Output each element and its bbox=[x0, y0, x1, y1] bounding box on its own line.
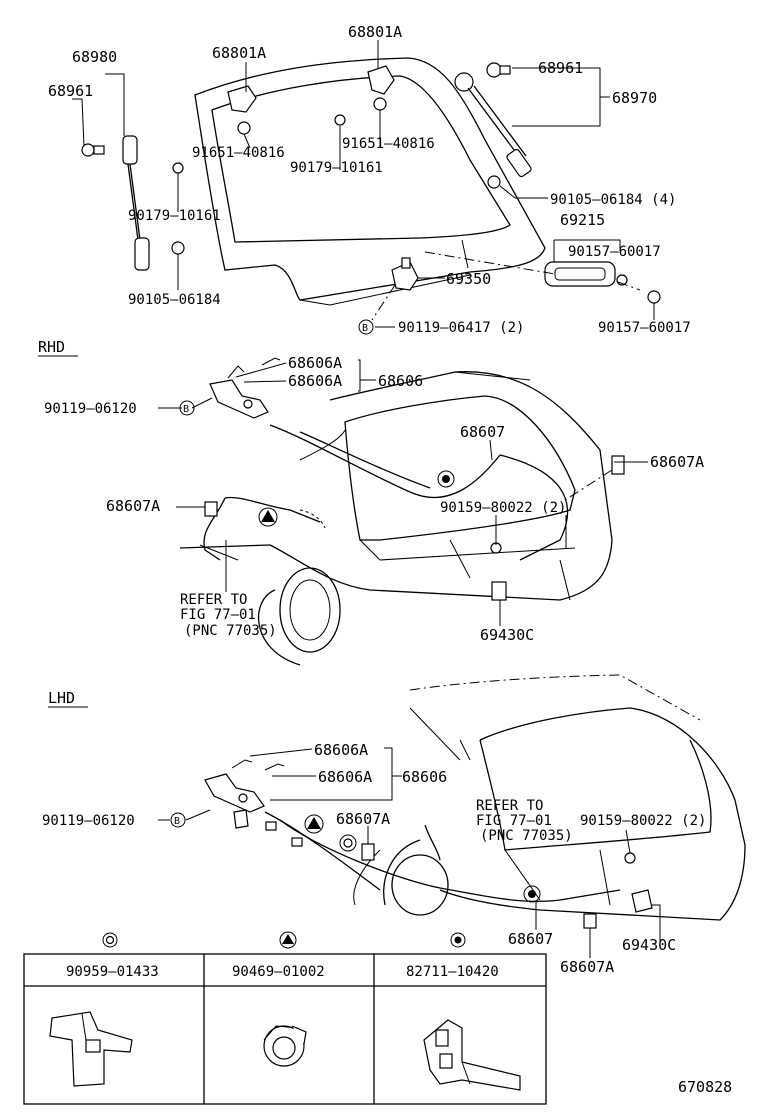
rhd-label-90119: 90119–06120 bbox=[44, 401, 137, 417]
lhd-leader-lines bbox=[158, 747, 661, 958]
label-90157-upper: 90157–60017 bbox=[568, 244, 661, 260]
label-91651-right: 91651–40816 bbox=[342, 136, 435, 152]
lhd-label-69430C: 69430C bbox=[622, 936, 676, 954]
rhd-label-68607A-left: 68607A bbox=[106, 497, 160, 515]
bolts-top bbox=[171, 175, 501, 255]
rhd-lock-control-lever bbox=[209, 357, 281, 419]
top-leader-lines bbox=[72, 40, 655, 328]
lhd-label-68606A-lower: 68606A bbox=[318, 768, 372, 786]
lhd-refer-line2: FIG 77–01 bbox=[476, 813, 552, 829]
lhd-title: LHD bbox=[48, 689, 75, 707]
legend-part-1: 90959–01433 bbox=[66, 964, 159, 980]
lhd-car-body-drawing bbox=[353, 674, 746, 921]
rhd-marker-b: B bbox=[179, 400, 195, 416]
left-back-door-stay bbox=[81, 135, 150, 271]
label-91651-left: 91651–40816 bbox=[192, 145, 285, 161]
label-90157-lower: 90157–60017 bbox=[598, 320, 691, 336]
rhd-label-69430C: 69430C bbox=[480, 626, 534, 644]
label-90119-top: 90119–06417 (2) bbox=[398, 320, 524, 336]
lhd-label-68606: 68606 bbox=[402, 768, 447, 786]
lhd-label-68607A-bottom: 68607A bbox=[560, 958, 614, 976]
label-68961-left: 68961 bbox=[48, 82, 93, 100]
lhd-symbols bbox=[304, 814, 541, 903]
back-door-glass-drawing bbox=[194, 57, 546, 306]
rhd-label-90159: 90159–80022 (2) bbox=[440, 500, 566, 516]
legend-clamp-drawing bbox=[423, 1019, 521, 1091]
label-68801A-left: 68801A bbox=[212, 44, 266, 62]
lhd-refer-line3: (PNC 77035) bbox=[480, 828, 573, 844]
svg-text:B: B bbox=[362, 323, 368, 334]
legend-symbols bbox=[102, 931, 466, 949]
label-90105-right: 90105–06184 (4) bbox=[550, 192, 676, 208]
rhd-label-68607A-right: 68607A bbox=[650, 453, 704, 471]
back-door-lock bbox=[391, 257, 419, 291]
double-circle-symbol bbox=[102, 932, 118, 948]
svg-text:B: B bbox=[183, 404, 189, 415]
svg-text:B: B bbox=[174, 816, 180, 827]
label-68801A-right: 68801A bbox=[348, 23, 402, 41]
rhd-label-68607: 68607 bbox=[460, 423, 505, 441]
marker-b-top: B bbox=[358, 319, 374, 335]
triangle-symbol bbox=[279, 931, 297, 949]
label-90105-left: 90105–06184 bbox=[128, 292, 221, 308]
lhd-label-90119: 90119–06120 bbox=[42, 813, 135, 829]
figure-number: 670828 bbox=[678, 1078, 732, 1096]
legend-clip-drawing bbox=[49, 1011, 133, 1087]
rhd-title: RHD bbox=[38, 338, 65, 356]
rhd-back-door-lock-cable bbox=[203, 424, 569, 561]
rhd-refer-line2: FIG 77–01 bbox=[180, 607, 256, 623]
label-68970: 68970 bbox=[612, 89, 657, 107]
label-90179-left: 90179–10161 bbox=[128, 208, 221, 224]
label-68961-right: 68961 bbox=[538, 59, 583, 77]
rhd-label-68606: 68606 bbox=[378, 372, 423, 390]
label-68980: 68980 bbox=[72, 48, 117, 66]
lhd-marker-b: B bbox=[170, 812, 186, 828]
lhd-label-68607A-mid: 68607A bbox=[336, 810, 390, 828]
back-door-hinge-right bbox=[334, 65, 395, 126]
lhd-label-68607: 68607 bbox=[508, 930, 553, 948]
label-90179-right: 90179–10161 bbox=[290, 160, 383, 176]
legend-part-3: 82711–10420 bbox=[406, 964, 499, 980]
rhd-refer-line1: REFER TO bbox=[180, 592, 247, 608]
lhd-lock-control-lever bbox=[204, 759, 303, 847]
lhd-refer-line1: REFER TO bbox=[476, 798, 543, 814]
rhd-clamps bbox=[204, 455, 625, 601]
lhd-label-68606A-upper: 68606A bbox=[314, 741, 368, 759]
label-69350: 69350 bbox=[446, 270, 491, 288]
target-circle-symbol bbox=[450, 932, 466, 948]
legend-grommet-drawing bbox=[263, 1025, 307, 1067]
rhd-car-body-drawing bbox=[179, 371, 613, 666]
rhd-leader-lines bbox=[158, 359, 648, 626]
label-69215: 69215 bbox=[560, 211, 605, 229]
legend-part-2: 90469–01002 bbox=[232, 964, 325, 980]
rhd-refer-line3: (PNC 77035) bbox=[184, 623, 277, 639]
lhd-clamps bbox=[361, 843, 653, 929]
rhd-label-68606A-lower: 68606A bbox=[288, 372, 342, 390]
lhd-label-90159: 90159–80022 (2) bbox=[580, 813, 706, 829]
rhd-symbols bbox=[258, 470, 455, 527]
high-mount-stop-lamp bbox=[544, 261, 661, 304]
legend-table bbox=[23, 953, 547, 1105]
rhd-label-68606A-upper: 68606A bbox=[288, 354, 342, 372]
right-back-door-stay bbox=[454, 62, 532, 178]
